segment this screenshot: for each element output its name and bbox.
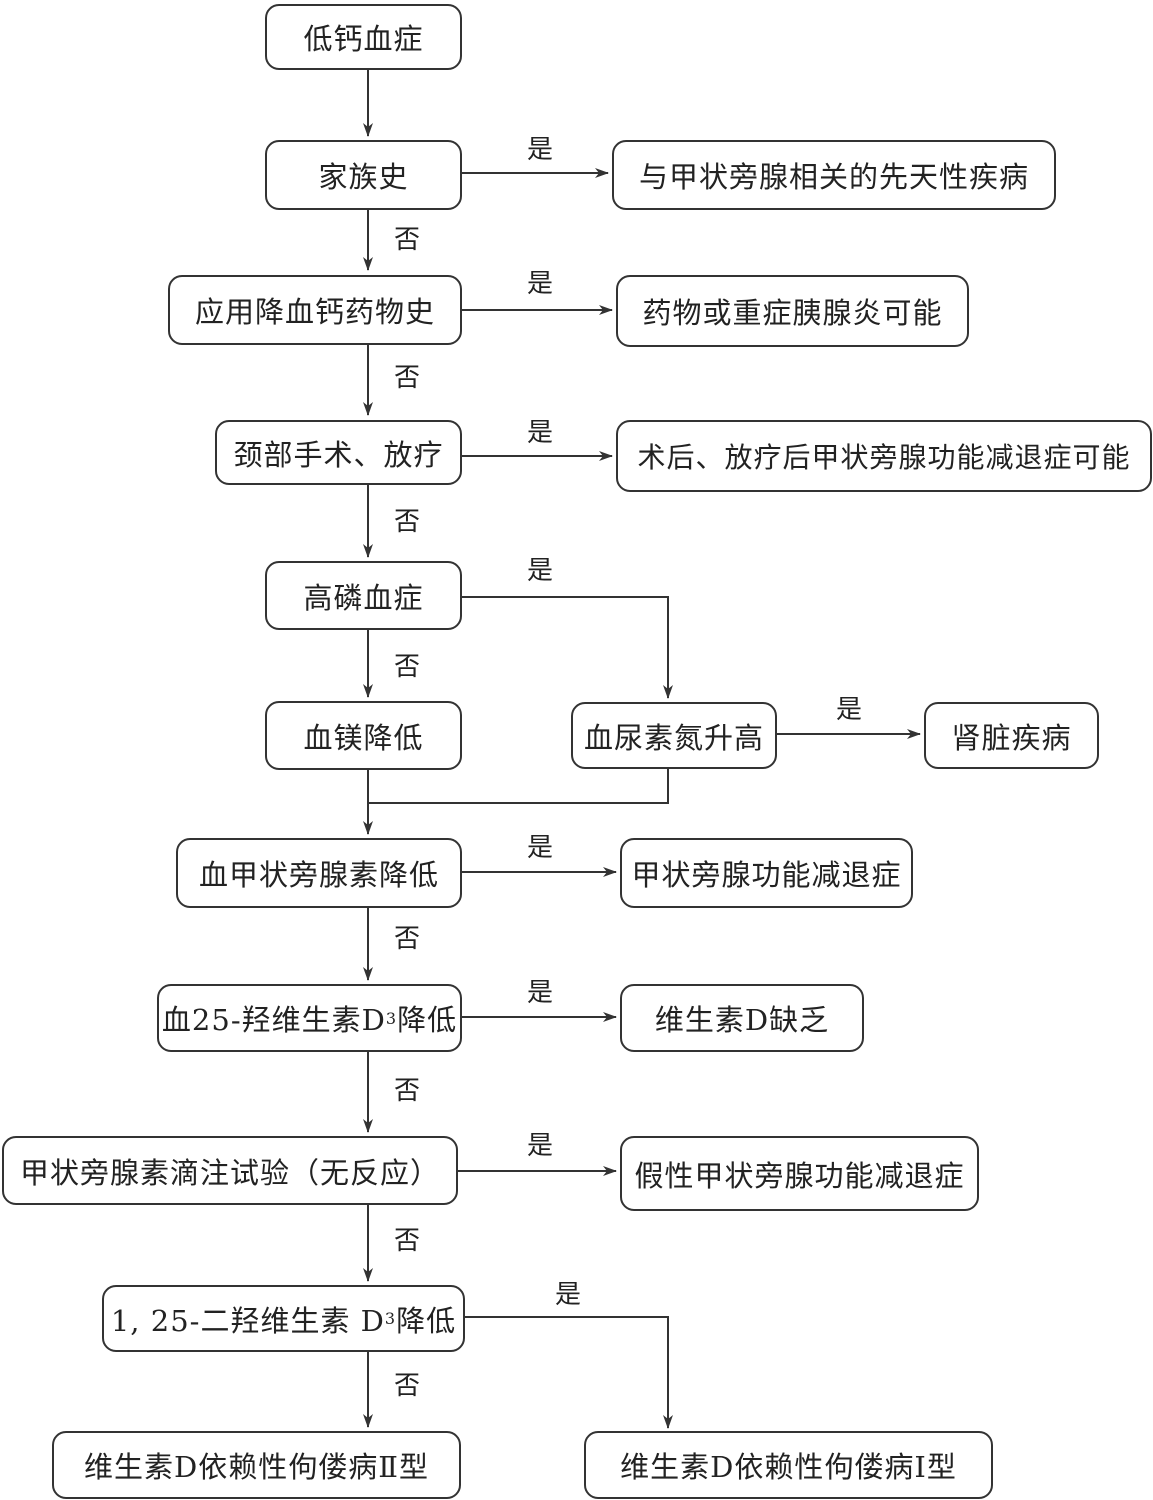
node-drug-or-pancreatitis: 药物或重症胰腺炎可能 (616, 275, 969, 347)
node-low-25ohd3-subscript: 3 (385, 1008, 398, 1028)
node-low-1-25-suffix: 降低 (396, 1303, 457, 1338)
node-low-25ohd3-suffix: 降低 (397, 1003, 458, 1037)
node-postop-hypoparathyroidism: 术后、放疗后甲状旁腺功能减退症可能 (616, 420, 1152, 492)
connector-bun-merge (368, 769, 669, 804)
node-pseudo-hypoparathyroidism: 假性甲状旁腺功能减退症 (620, 1136, 979, 1211)
node-family-history: 家族史 (265, 140, 462, 210)
label-yes-25ohd: 是 (527, 978, 554, 1008)
node-hypoparathyroidism: 甲状旁腺功能减退症 (620, 838, 913, 908)
label-no-25ohd: 否 (394, 1076, 421, 1106)
label-yes-125: 是 (555, 1280, 582, 1310)
label-yes-family: 是 (527, 135, 554, 165)
label-no-drug: 否 (394, 363, 421, 393)
arrow-hyperphos-yes (462, 596, 673, 699)
node-hyperphosphatemia: 高磷血症 (265, 561, 462, 630)
node-low-1-25-subscript: 3 (384, 1309, 397, 1328)
node-low-25ohd3-prefix: 血25-羟维生素D (161, 1003, 386, 1037)
node-kidney-disease: 肾脏疾病 (924, 702, 1099, 769)
label-yes-bun: 是 (836, 695, 863, 725)
label-no-pth: 否 (394, 924, 421, 954)
node-low-1-25-prefix: 1, 25-二羟维生素 D (110, 1303, 385, 1338)
node-hypocalcemia: 低钙血症 (265, 4, 462, 70)
label-no-hyperphos: 否 (394, 652, 421, 682)
node-low-pth: 血甲状旁腺素降低 (176, 838, 462, 908)
label-yes-neck: 是 (527, 418, 554, 448)
node-pth-infusion-test: 甲状旁腺素滴注试验（无反应） (2, 1136, 458, 1205)
node-high-bun: 血尿素氮升高 (571, 702, 777, 769)
node-vddr-type-2: 维生素D依赖性佝偻病Ⅱ型 (52, 1431, 461, 1499)
label-no-125: 否 (394, 1371, 421, 1401)
label-no-neck: 否 (394, 507, 421, 537)
label-no-infusion: 否 (394, 1226, 421, 1256)
label-yes-drug: 是 (527, 269, 554, 299)
label-yes-hyperphos: 是 (527, 556, 554, 586)
node-vddr-type-1: 维生素D依赖性佝偻病Ⅰ型 (584, 1431, 993, 1499)
node-neck-surgery-radiotherapy: 颈部手术、放疗 (215, 420, 462, 485)
node-congenital-disease: 与甲状旁腺相关的先天性疾病 (612, 140, 1056, 210)
label-yes-pth: 是 (527, 833, 554, 863)
node-drug-history: 应用降血钙药物史 (168, 275, 462, 345)
label-yes-infusion: 是 (527, 1131, 554, 1161)
arrow-125-yes (465, 1316, 673, 1429)
label-no-family: 否 (394, 225, 421, 255)
node-vitd-deficiency: 维生素D缺乏 (620, 984, 864, 1052)
node-low-magnesium: 血镁降低 (265, 701, 462, 770)
